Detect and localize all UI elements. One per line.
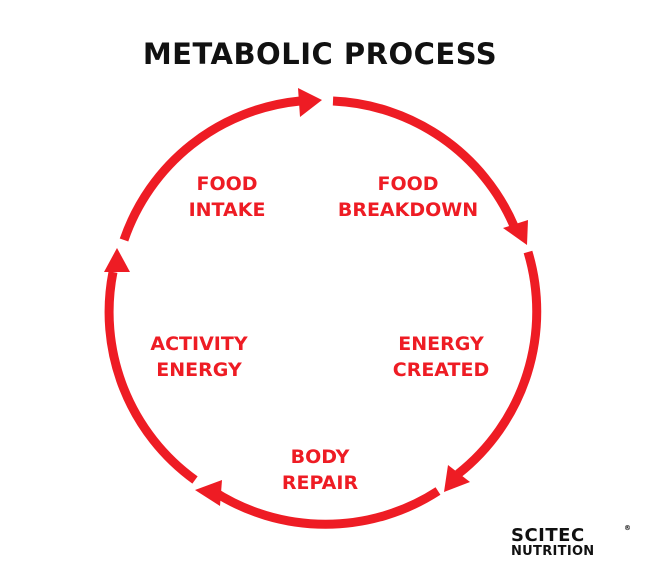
scitec-logo: SCITEC ® NUTRITION — [511, 524, 631, 559]
cycle-arrow-icon — [332, 96, 519, 228]
stage-activity-energy: ACTIVITY ENERGY — [150, 333, 247, 381]
arrowhead-icon — [298, 88, 322, 117]
cycle-arrow-icon — [210, 487, 441, 529]
arrowhead-icon — [104, 248, 130, 272]
arrowhead-icon — [195, 480, 222, 506]
cycle-arrow-icon — [104, 271, 198, 484]
stage-label: FOOD — [377, 173, 438, 195]
stage-label: CREATED — [393, 359, 490, 381]
stage-label: BREAKDOWN — [338, 199, 478, 221]
stage-energy-created: ENERGY CREATED — [393, 333, 490, 381]
stage-food-breakdown: FOOD BREAKDOWN — [338, 173, 478, 221]
arrowheads — [104, 88, 528, 506]
logo-line2: NUTRITION — [511, 544, 595, 559]
stage-label: ACTIVITY — [150, 333, 247, 355]
cycle-arrow-icon — [455, 250, 542, 478]
stage-label: FOOD — [196, 173, 257, 195]
stage-label: ENERGY — [156, 359, 242, 381]
stage-body-repair: BODY REPAIR — [282, 446, 359, 494]
stage-label: BODY — [291, 446, 350, 468]
cycle-arrows — [104, 96, 542, 529]
logo-line1: SCITEC — [511, 525, 585, 546]
page-title: METABOLIC PROCESS — [143, 37, 497, 71]
stage-food-intake: FOOD INTAKE — [189, 173, 266, 221]
stage-label: REPAIR — [282, 472, 359, 494]
stage-label: INTAKE — [189, 199, 266, 221]
stage-label: ENERGY — [398, 333, 484, 355]
cycle-arrow-icon — [119, 96, 301, 242]
logo-mark: ® — [624, 524, 631, 532]
arrowhead-icon — [444, 465, 470, 492]
arrowhead-icon — [503, 220, 528, 245]
